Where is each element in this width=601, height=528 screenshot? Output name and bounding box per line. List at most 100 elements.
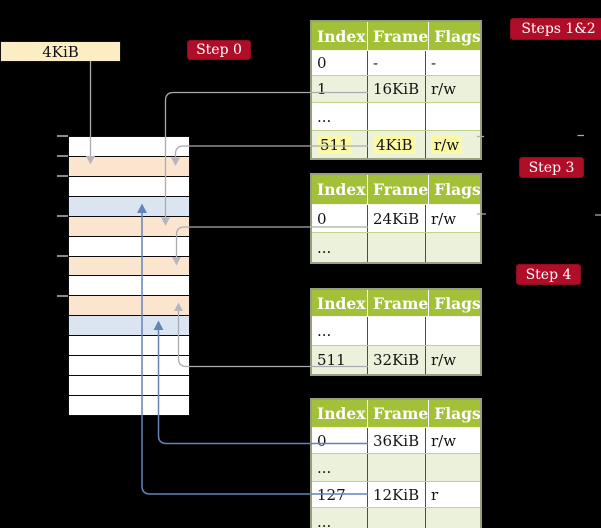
cell-frame: [367, 103, 425, 130]
header-index: Index: [317, 404, 366, 423]
highlighted-value: 511: [317, 135, 352, 154]
page-table-4: Index Frame Flags 0 36KiB r/w ... 127 12…: [310, 398, 482, 528]
cell-flags: [425, 103, 480, 130]
cell-flags: [425, 233, 480, 262]
connector-stub-right-1: [477, 134, 584, 138]
cell-index: ...: [317, 513, 332, 528]
cell-flags: r/w: [425, 346, 480, 374]
cell-frame: 24KiB: [367, 205, 425, 232]
page-table-1: Index Frame Flags 0 - - 1 16KiB r/w ... …: [310, 20, 482, 160]
memory-row-white: [69, 335, 189, 356]
table-row: 0 36KiB r/w: [312, 428, 480, 453]
cell-index: ...: [317, 458, 332, 477]
badge-step0: Step 0: [187, 40, 251, 60]
cell-index: ...: [317, 107, 332, 126]
header-flags: Flags: [428, 175, 481, 204]
cell-frame: [367, 317, 425, 345]
cell-frame: 36KiB: [367, 428, 425, 453]
page-table-2: Index Frame Flags 0 24KiB r/w ...: [310, 173, 482, 264]
cell-flags: [425, 508, 480, 528]
cell-flags: r/w: [425, 131, 480, 158]
header-frame: Frame: [367, 22, 428, 50]
table-row-highlighted: 511 4KiB r/w: [312, 130, 480, 158]
memory-row-white: [69, 375, 189, 395]
cell-frame: 4KiB: [367, 131, 425, 158]
table-row: 511 32KiB r/w: [312, 345, 480, 374]
memory-row-white: [69, 275, 189, 296]
table-row: 0 24KiB r/w: [312, 205, 480, 232]
cell-index: 1: [317, 80, 327, 98]
cell-index: 0: [317, 431, 327, 450]
table-row: 127 12KiB r: [312, 481, 480, 507]
cell-index: 127: [317, 485, 346, 504]
cell-index: 0: [317, 54, 327, 72]
table-row: 0 - -: [312, 51, 480, 75]
highlighted-value: 4KiB: [373, 135, 416, 154]
memory-tick: [57, 155, 68, 157]
cell-frame: 32KiB: [367, 346, 425, 374]
memory-tick: [57, 135, 68, 137]
badge-step4-label: Step 4: [525, 266, 572, 283]
highlighted-value: r/w: [431, 135, 463, 154]
table-header: Index Frame Flags: [312, 290, 481, 317]
connector-stub-right-2: [477, 213, 601, 216]
cell-flags: r/w: [425, 205, 480, 232]
header-index: Index: [317, 180, 366, 199]
table-row: ...: [312, 507, 480, 528]
memory-tick: [57, 175, 68, 177]
header-flags: Flags: [428, 400, 481, 427]
frame-label-box: 4KiB: [0, 41, 121, 62]
memory-column: [68, 136, 190, 416]
header-index: Index: [317, 293, 366, 313]
badge-step3: Step 3: [519, 157, 584, 178]
table-row: ...: [312, 453, 480, 481]
cell-frame: -: [367, 51, 425, 75]
cell-index: 0: [317, 209, 327, 228]
memory-row-orange: [69, 295, 189, 316]
header-flags: Flags: [428, 22, 481, 50]
badge-steps12: Steps 1&2: [510, 18, 601, 40]
table-row: 1 16KiB r/w: [312, 75, 480, 102]
memory-tick: [57, 215, 68, 217]
memory-row-white: [69, 235, 189, 256]
page-table-3: Index Frame Flags ... 511 32KiB r/w: [310, 288, 482, 376]
table-header: Index Frame Flags: [312, 22, 481, 51]
header-frame: Frame: [367, 290, 428, 316]
memory-row-white: [69, 355, 189, 376]
memory-row-orange: [69, 215, 189, 236]
badge-step3-label: Step 3: [528, 159, 575, 176]
table-header: Index Frame Flags: [312, 175, 481, 205]
cell-flags: r/w: [425, 76, 480, 102]
cell-flags: [425, 317, 480, 345]
table-row: ...: [312, 232, 480, 262]
cell-frame: 16KiB: [367, 76, 425, 102]
cell-frame: [367, 454, 425, 481]
memory-tick: [57, 255, 68, 257]
cell-flags: r/w: [425, 428, 480, 453]
memory-tick: [57, 295, 68, 297]
memory-row-orange: [69, 155, 189, 176]
memory-row-white: [69, 175, 189, 196]
cell-index: ...: [317, 238, 332, 257]
cell-flags: [425, 454, 480, 481]
memory-row-white: [69, 394, 189, 415]
cell-index: ...: [317, 322, 332, 340]
memory-row-blue: [69, 315, 189, 336]
cell-flags: r: [425, 482, 480, 507]
memory-row-white: [69, 137, 189, 156]
memory-row-blue: [69, 195, 189, 216]
cell-index: 511: [312, 131, 367, 158]
memory-row-orange: [69, 255, 189, 276]
badge-step4: Step 4: [516, 264, 581, 285]
badge-step0-label: Step 0: [196, 42, 242, 58]
header-flags: Flags: [428, 290, 481, 316]
table-row: ...: [312, 317, 480, 345]
cell-frame: 12KiB: [367, 482, 425, 507]
cell-index: 511: [317, 351, 346, 369]
frame-label: 4KiB: [42, 42, 79, 61]
header-frame: Frame: [367, 400, 428, 427]
header-frame: Frame: [367, 175, 428, 204]
badge-steps12-label: Steps 1&2: [521, 21, 596, 37]
cell-flags: -: [425, 51, 480, 75]
